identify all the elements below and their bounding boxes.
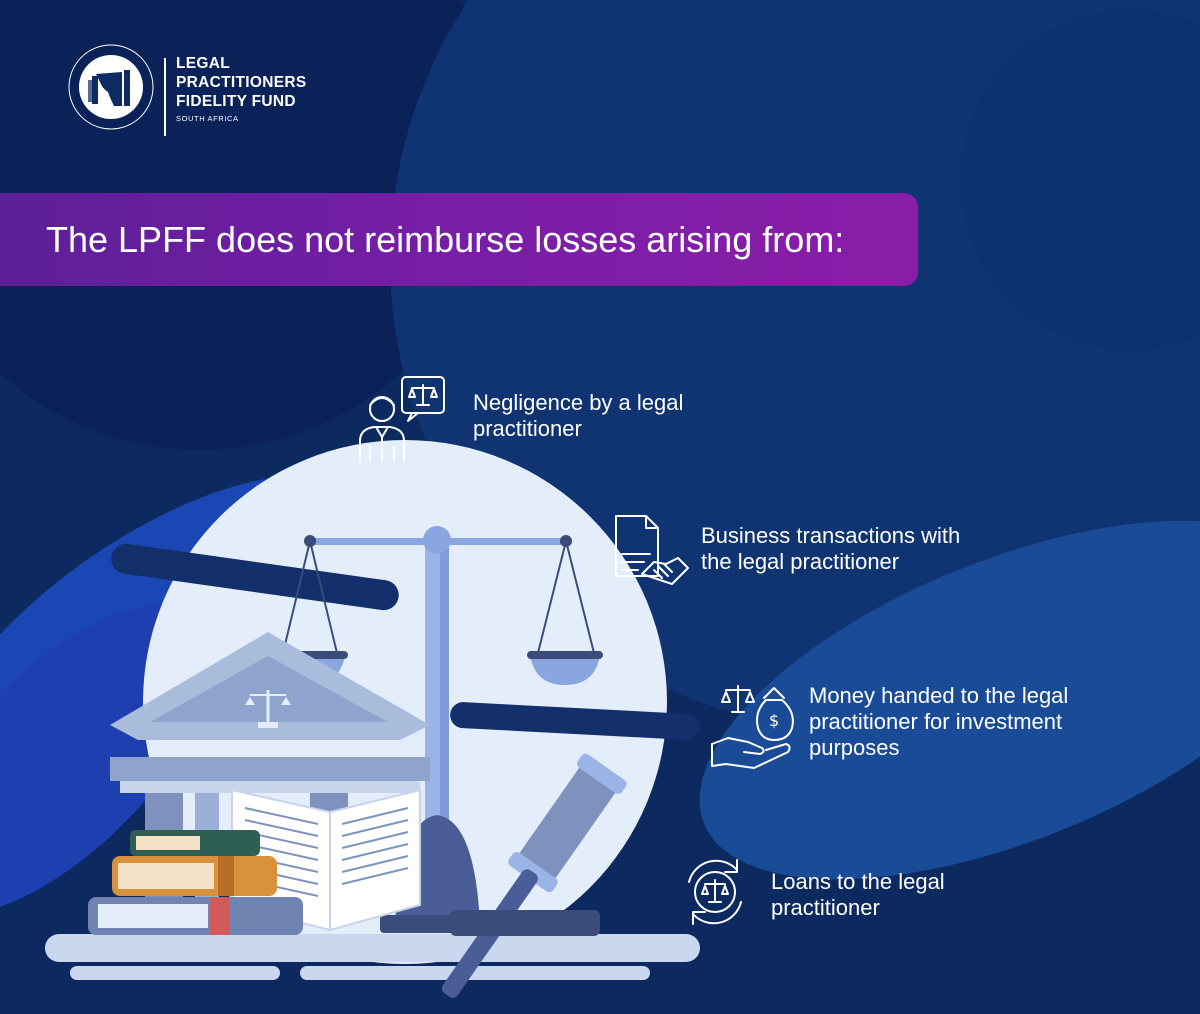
item-line: practitioner [473,416,582,441]
heading-text: The LPFF does not reimburse losses arisi… [46,219,845,260]
document-handshake-icon [615,515,689,585]
list-item-negligence: Negligence by a legal practitioner [356,375,776,465]
item-line: Business transactions with [701,523,961,548]
item-line: Negligence by a legal [473,390,684,415]
item-line: Money handed to the legal [809,683,1069,708]
logo-line-3: FIDELITY FUND [176,93,296,110]
logo-wordmark: LEGAL PRACTITIONERS FIDELITY FUND SOUTH … [176,54,307,123]
item-line: Loans to the legal [771,869,945,894]
lpff-logo: LEGAL PRACTITIONERS FIDELITY FUND SOUTH … [66,40,366,140]
heading-banner [0,193,918,286]
logo-line-1: LEGAL [176,55,231,72]
lpff-emblem-icon [68,44,154,130]
item-text-business-transactions: Business transactions with the legal pra… [701,523,1061,575]
list-item-loans: Loans to the legal practitioner [675,852,1005,932]
item-text-loans: Loans to the legal practitioner [771,869,1001,921]
list-item-money-investment: $ Money handed to the legal practitioner… [708,676,1188,776]
hand-money-bag-scales-icon: $ [711,685,794,769]
item-line: practitioner [771,895,880,920]
circular-arrows-scales-icon [688,859,742,925]
lawyer-with-scales-speech-bubble-icon [359,376,445,462]
item-text-money-investment: Money handed to the legal practitioner f… [809,683,1189,761]
svg-text:$: $ [769,711,779,730]
item-line: purposes [809,735,900,760]
list-item-business-transactions: Business transactions with the legal pra… [612,512,1062,592]
logo-country: SOUTH AFRICA [176,114,239,123]
logo-divider [164,58,166,136]
item-line: the legal practitioner [701,549,900,574]
logo-line-2: PRACTITIONERS [176,74,307,91]
item-text-negligence: Negligence by a legal practitioner [473,390,773,442]
item-line: practitioner for investment [809,709,1063,734]
